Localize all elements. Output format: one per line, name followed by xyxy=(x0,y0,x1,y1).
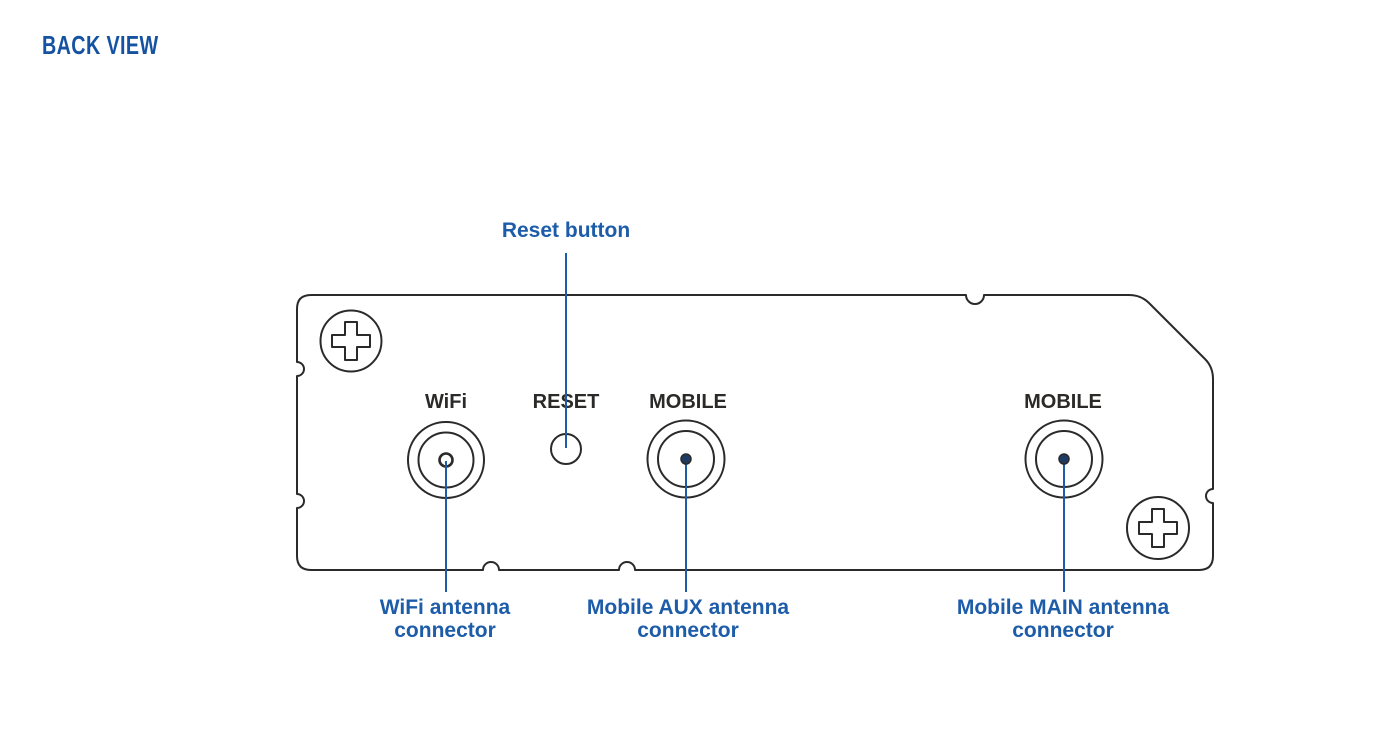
mobile-aux-center-pin xyxy=(680,453,692,465)
screw-top-left-icon xyxy=(319,309,383,373)
mobile-aux-callout-line2: connector xyxy=(637,619,739,642)
reset-port-label: RESET xyxy=(532,391,600,413)
mobile-main-port-label: MOBILE xyxy=(1024,391,1102,413)
reset-button-icon xyxy=(550,433,582,465)
mobile-aux-port-label: MOBILE xyxy=(649,391,727,413)
mobile-main-center-pin xyxy=(1058,453,1070,465)
reset-callout-label: Reset button xyxy=(501,219,631,242)
screw-bottom-right-icon xyxy=(1126,496,1190,560)
device-outline xyxy=(296,294,1214,571)
mobile-aux-connector-icon xyxy=(646,419,726,499)
mobile-main-connector-icon xyxy=(1024,419,1104,499)
mobile-aux-callout-line1: Mobile AUX antenna xyxy=(586,596,790,619)
wifi-callout-line1: WiFi antenna xyxy=(379,596,511,619)
page-title: BACK VIEW xyxy=(42,30,159,60)
mobile-main-callout-label: Mobile MAIN antenna connector xyxy=(957,596,1169,642)
wifi-connector-icon xyxy=(407,421,485,499)
mobile-main-callout-line1: Mobile MAIN antenna xyxy=(956,596,1170,619)
mobile-main-callout-line2: connector xyxy=(1012,619,1114,642)
wifi-callout-line2: connector xyxy=(394,619,496,642)
wifi-callout-label: WiFi antenna connector xyxy=(380,596,510,642)
mobile-aux-callout-label: Mobile AUX antenna connector xyxy=(587,596,789,642)
wifi-port-label: WiFi xyxy=(424,391,468,413)
